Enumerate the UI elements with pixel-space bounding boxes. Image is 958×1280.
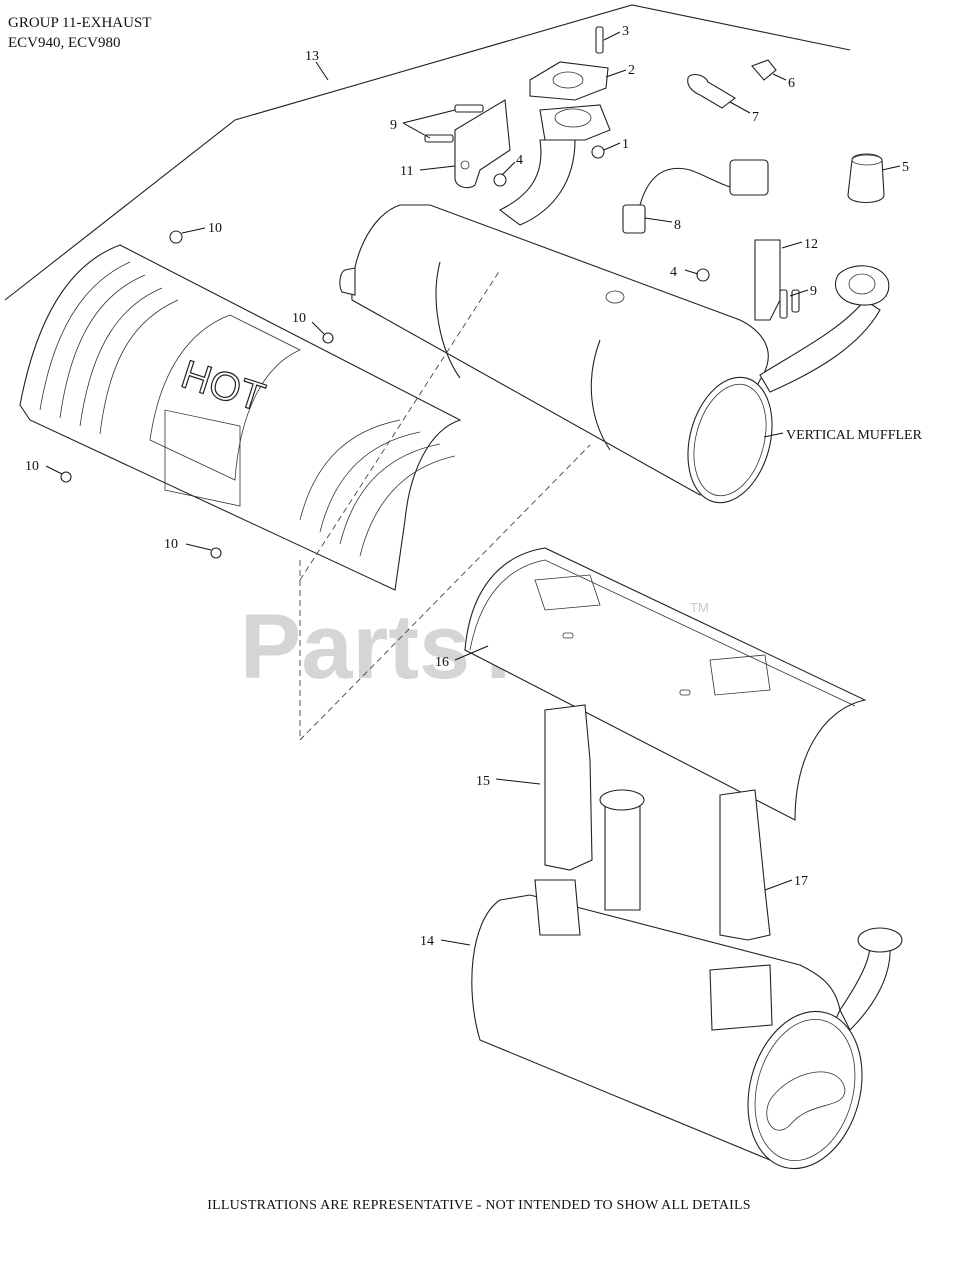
bracket-part-7[interactable] <box>687 73 736 109</box>
svg-text:5: 5 <box>902 160 909 175</box>
bolt-part-9-upper[interactable] <box>424 104 484 143</box>
gasket-part-2[interactable] <box>529 61 609 101</box>
svg-text:10: 10 <box>292 311 306 326</box>
callout-10-top[interactable]: 10 <box>181 221 222 236</box>
svg-text:7: 7 <box>752 110 759 125</box>
watermark-tm: TM <box>690 600 709 615</box>
callout-6[interactable]: 6 <box>772 73 795 91</box>
alignment-lines <box>299 269 591 741</box>
svg-text:14: 14 <box>420 934 434 949</box>
callout-2[interactable]: 2 <box>605 63 635 78</box>
bolt-part-9-lower[interactable] <box>779 289 800 319</box>
bracket-part-11[interactable] <box>454 99 511 189</box>
callout-12[interactable]: 12 <box>781 237 818 252</box>
diagram-disclaimer: ILLUSTRATIONS ARE REPRESENTATIVE - NOT I… <box>207 1198 751 1213</box>
svg-text:16: 16 <box>435 655 449 670</box>
diagram-model-list: ECV940, ECV980 <box>8 35 121 51</box>
heat-shield-part[interactable]: HOT <box>19 244 462 591</box>
svg-text:12: 12 <box>804 237 818 252</box>
callout-8[interactable]: 8 <box>644 217 681 233</box>
callout-9-lower[interactable]: 9 <box>789 284 817 299</box>
callout-17[interactable]: 17 <box>764 874 808 891</box>
svg-text:9: 9 <box>390 118 397 133</box>
adapter-part-5[interactable] <box>847 153 885 204</box>
callout-11[interactable]: 11 <box>400 164 456 179</box>
callout-3[interactable]: 3 <box>603 24 629 41</box>
callout-14[interactable]: 14 <box>420 934 471 949</box>
bracket-part-17[interactable] <box>719 789 771 941</box>
callout-4-lower[interactable]: 4 <box>670 265 699 280</box>
svg-text:1: 1 <box>622 137 629 152</box>
stud-part-3[interactable] <box>595 26 604 54</box>
svg-text:17: 17 <box>794 874 808 889</box>
svg-text:10: 10 <box>208 221 222 236</box>
nut-part-4-lower[interactable] <box>696 268 710 282</box>
svg-text:4: 4 <box>670 265 677 280</box>
callout-7[interactable]: 7 <box>729 101 759 125</box>
bracket-part-12[interactable] <box>754 239 781 321</box>
callout-5[interactable]: 5 <box>881 160 909 175</box>
callout-10-left[interactable]: 10 <box>25 459 63 475</box>
callout-4-upper[interactable]: 4 <box>501 153 523 176</box>
svg-text:VERTICAL MUFFLER: VERTICAL MUFFLER <box>786 428 923 443</box>
callout-1[interactable]: 1 <box>603 137 629 152</box>
clip-part-6[interactable] <box>751 59 777 81</box>
svg-text:11: 11 <box>400 164 413 179</box>
svg-text:4: 4 <box>516 153 523 168</box>
callout-13[interactable]: 13 <box>305 49 329 81</box>
heat-shield-part-16[interactable] <box>464 547 867 821</box>
group-13-boundary <box>4 4 851 301</box>
sensor-part-8[interactable] <box>622 159 769 234</box>
svg-text:6: 6 <box>788 76 795 91</box>
callout-15[interactable]: 15 <box>476 774 541 789</box>
svg-text:8: 8 <box>674 218 681 233</box>
callout-9-upper[interactable]: 9 <box>390 109 456 139</box>
bracket-part-15[interactable] <box>544 704 593 871</box>
callout-10-bottom[interactable]: 10 <box>164 537 212 552</box>
callout-10-mid[interactable]: 10 <box>292 311 325 335</box>
svg-text:13: 13 <box>305 49 319 64</box>
svg-text:3: 3 <box>622 24 629 39</box>
svg-text:10: 10 <box>164 537 178 552</box>
svg-text:10: 10 <box>25 459 39 474</box>
svg-text:9: 9 <box>810 284 817 299</box>
nut-part-1[interactable] <box>591 145 605 159</box>
vertical-muffler-part[interactable] <box>339 104 890 512</box>
diagram-group-title: GROUP 11-EXHAUST <box>8 15 152 31</box>
callout-vertical-muffler[interactable]: VERTICAL MUFFLER <box>763 428 923 443</box>
callout-16[interactable]: 16 <box>435 645 489 670</box>
svg-text:15: 15 <box>476 774 490 789</box>
horizontal-muffler-part-14[interactable] <box>471 789 903 1182</box>
screw-part-10-set[interactable] <box>60 230 334 559</box>
nut-part-4-upper[interactable] <box>493 173 507 187</box>
svg-text:2: 2 <box>628 63 635 78</box>
